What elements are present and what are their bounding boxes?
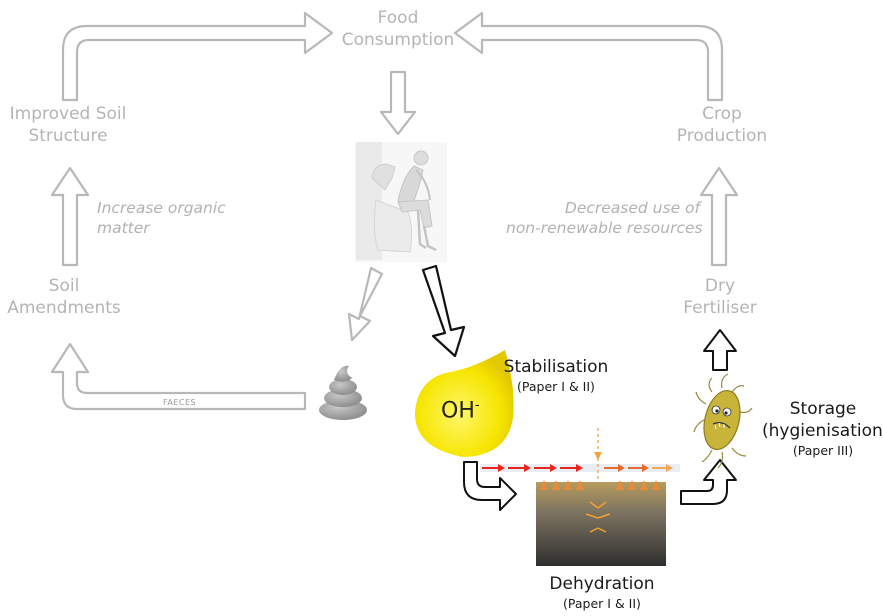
increase-organic-line2: matter <box>97 218 150 237</box>
increase-organic-line1: Increase organic <box>97 199 226 217</box>
soil-amendments-line1: Soil <box>48 276 80 296</box>
stabilisation-label: Stabilisation (Paper I & II) <box>496 357 616 395</box>
storage-title: Storage <box>789 399 857 419</box>
improved-soil-line2: Structure <box>28 125 108 146</box>
arrow-amendments-to-soil <box>50 166 90 267</box>
food-consumption-label: Food Consumption <box>338 8 458 52</box>
oh-text: OH <box>441 398 475 424</box>
food-label-line1: Food <box>377 8 419 28</box>
cycle-arrow-to-food-right <box>453 11 724 102</box>
decreased-use-note: Decreased use of non-renewable resources <box>506 199 703 239</box>
dry-fertiliser-label: Dry Fertiliser <box>668 276 772 320</box>
decreased-use-line1: Decreased use of <box>564 199 700 217</box>
improved-soil-line1: Improved Soil <box>9 104 127 124</box>
urine-drop-icon <box>414 350 514 457</box>
hygienisation-title: (hygienisation) <box>762 420 883 441</box>
storage-label: Storage (hygienisation) (Paper III) <box>762 399 883 459</box>
crop-production-label: Crop Production <box>664 104 780 148</box>
arrow-food-to-person <box>379 70 417 136</box>
bacterium-icon <box>693 373 753 469</box>
food-label-line2: Consumption <box>341 29 455 50</box>
arrow-faeces-to-amendments <box>50 342 307 411</box>
storage-ref: (Paper III) <box>792 442 854 458</box>
oh-charge: - <box>474 398 480 413</box>
improved-soil-structure-label: Improved Soil Structure <box>0 104 136 148</box>
dehydration-tank-icon <box>536 480 666 566</box>
arrow-storage-to-fertiliser <box>703 329 737 371</box>
increase-organic-matter-note: Increase organic matter <box>97 199 226 239</box>
crop-line1: Crop <box>702 104 742 124</box>
arrow-fertiliser-to-crop <box>699 166 739 267</box>
stabilisation-title: Stabilisation <box>503 357 609 377</box>
arrow-person-to-faeces <box>347 266 384 342</box>
soil-amendments-line2: Amendments <box>7 297 121 318</box>
dry-fertiliser-line2: Fertiliser <box>683 297 757 318</box>
decreased-use-line2: non-renewable resources <box>506 218 703 237</box>
dry-fertiliser-line1: Dry <box>704 276 736 296</box>
stabilisation-ref: (Paper I & II) <box>517 378 595 394</box>
arrow-urine-to-dehydration <box>463 461 517 511</box>
crop-line2: Production <box>676 125 768 146</box>
cycle-arrow-to-food-left <box>61 11 334 102</box>
oh-ion-label: OH- <box>441 398 480 423</box>
dehydration-title: Dehydration <box>549 574 655 594</box>
arrow-person-to-urine <box>421 264 466 358</box>
arrow-dehydration-to-storage <box>680 459 737 505</box>
faeces-icon <box>319 365 367 420</box>
soil-amendments-label: Soil Amendments <box>4 276 124 320</box>
dehydration-ref: (Paper I & II) <box>563 595 641 611</box>
dehydration-label: Dehydration (Paper I & II) <box>532 574 672 612</box>
person-on-toilet-icon <box>355 142 447 262</box>
faeces-arrow-label: FAECES <box>163 398 197 407</box>
